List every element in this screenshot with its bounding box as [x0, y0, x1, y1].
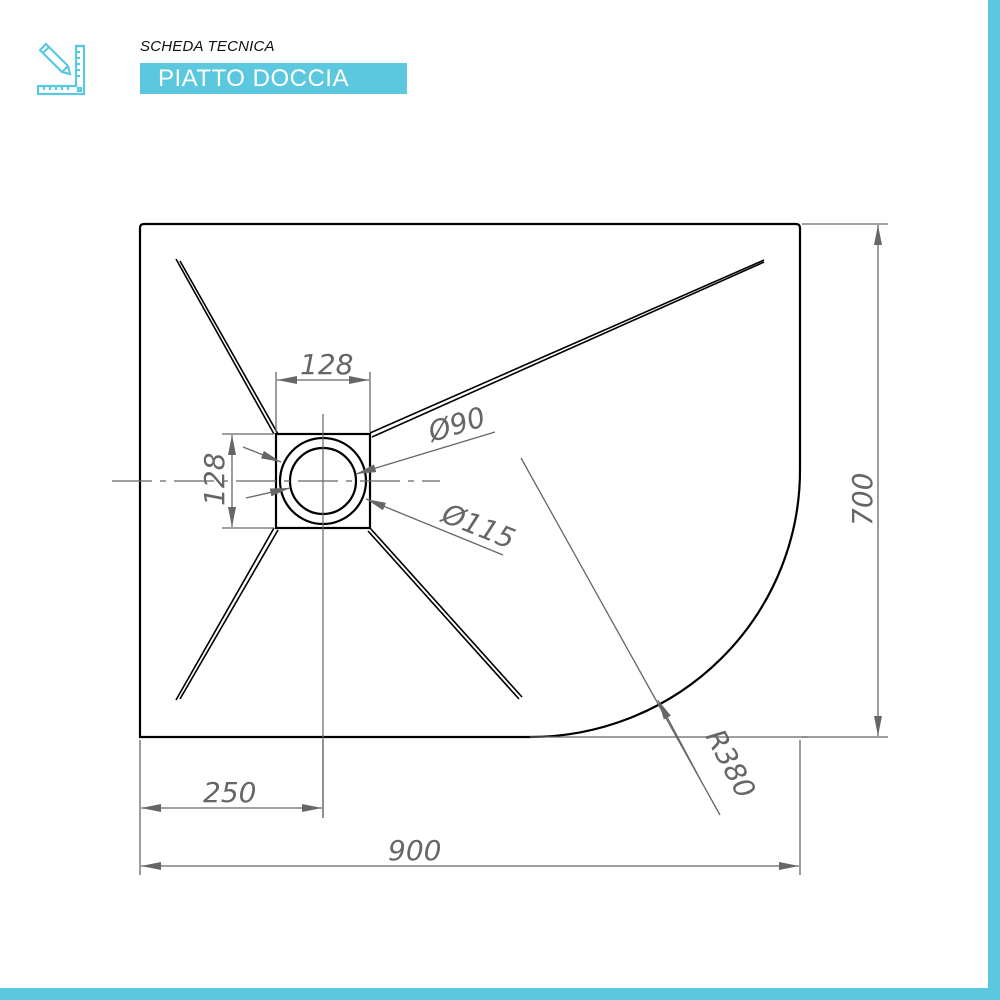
dim-drain-width: 128: [300, 348, 353, 381]
accent-border-bottom: [0, 988, 1000, 1000]
dim-total-width: 900: [388, 834, 441, 867]
tray-outline: [138, 222, 802, 739]
dim-drain-offset: 250: [203, 776, 256, 809]
drain-channels: [175, 258, 765, 701]
ruler-pencil-icon: [36, 42, 86, 96]
subtitle: SCHEDA TECNICA: [140, 38, 275, 55]
dim-total-height: 700: [846, 473, 879, 526]
dim-corner-radius: R380: [699, 724, 762, 804]
page-title: PIATTO DOCCIA: [158, 65, 349, 92]
dim-drain-height: 128: [198, 453, 231, 506]
title-banner: PIATTO DOCCIA: [140, 63, 407, 94]
accent-border-right: [988, 0, 1000, 1000]
dim-inner-diameter: Ø90: [423, 400, 489, 449]
dim-outer-diameter: Ø115: [436, 497, 519, 556]
dimension-lines: [139, 223, 888, 875]
